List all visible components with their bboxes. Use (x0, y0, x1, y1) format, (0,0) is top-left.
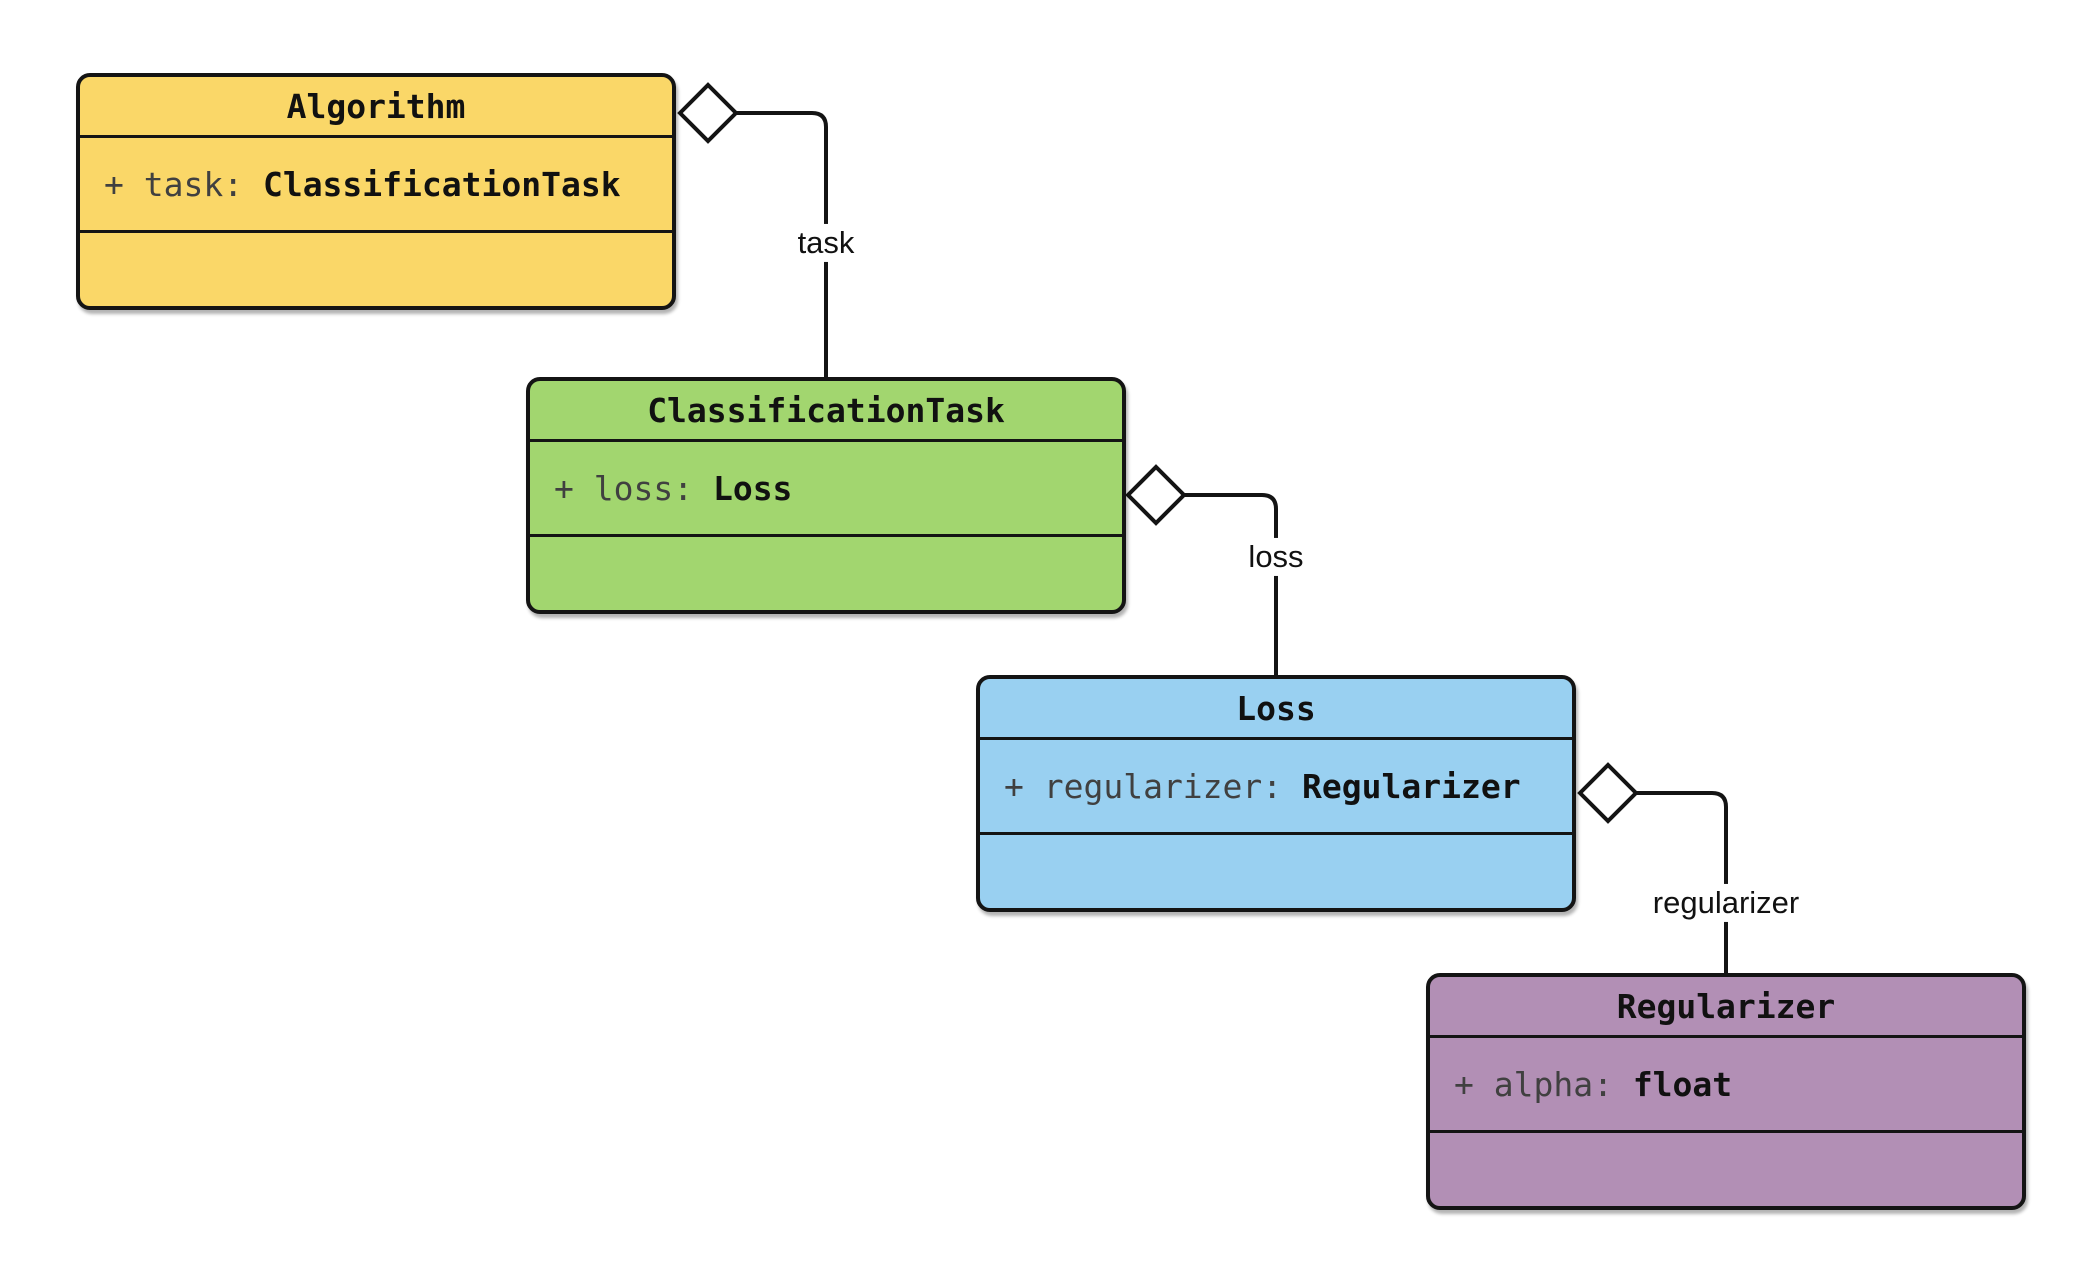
class-title: Regularizer (1430, 977, 2022, 1038)
methods-compartment-empty (80, 233, 672, 306)
methods-compartment-empty (530, 537, 1122, 610)
class-box-regularizer: Regularizer + alpha: float (1426, 973, 2026, 1210)
attribute-name: + alpha: (1454, 1064, 1633, 1104)
class-attribute-row: + loss: Loss (530, 442, 1122, 537)
class-title: Loss (980, 679, 1572, 740)
edge-regularizer (1636, 791, 1728, 973)
class-box-algorithm: Algorithm + task: ClassificationTask (76, 73, 676, 310)
aggregation-diamond-icon (1125, 464, 1187, 526)
attribute-name: + loss: (554, 468, 713, 508)
class-attribute-row: + task: ClassificationTask (80, 138, 672, 233)
class-box-classificationtask: ClassificationTask + loss: Loss (526, 377, 1126, 614)
aggregation-diamond-icon (677, 82, 739, 144)
class-title: ClassificationTask (530, 381, 1122, 442)
edge-task (736, 111, 828, 377)
attribute-type: ClassificationTask (262, 164, 621, 204)
attribute-type: Regularizer (1302, 766, 1521, 806)
attribute-type: float (1632, 1064, 1733, 1104)
class-attribute-row: + alpha: float (1430, 1038, 2022, 1133)
class-box-loss: Loss + regularizer: Regularizer (976, 675, 1576, 912)
edge-label-loss: loss (1240, 537, 1312, 577)
attribute-type: Loss (712, 468, 793, 508)
class-title: Algorithm (80, 77, 672, 138)
edge-label-regularizer: regularizer (1644, 883, 1808, 923)
aggregation-diamond-icon (1577, 762, 1639, 824)
attribute-name: + regularizer: (1004, 766, 1303, 806)
edge-loss (1184, 493, 1278, 675)
attribute-name: + task: (104, 164, 263, 204)
edge-label-task: task (789, 223, 863, 263)
methods-compartment-empty (1430, 1133, 2022, 1206)
methods-compartment-empty (980, 835, 1572, 908)
class-attribute-row: + regularizer: Regularizer (980, 740, 1572, 835)
